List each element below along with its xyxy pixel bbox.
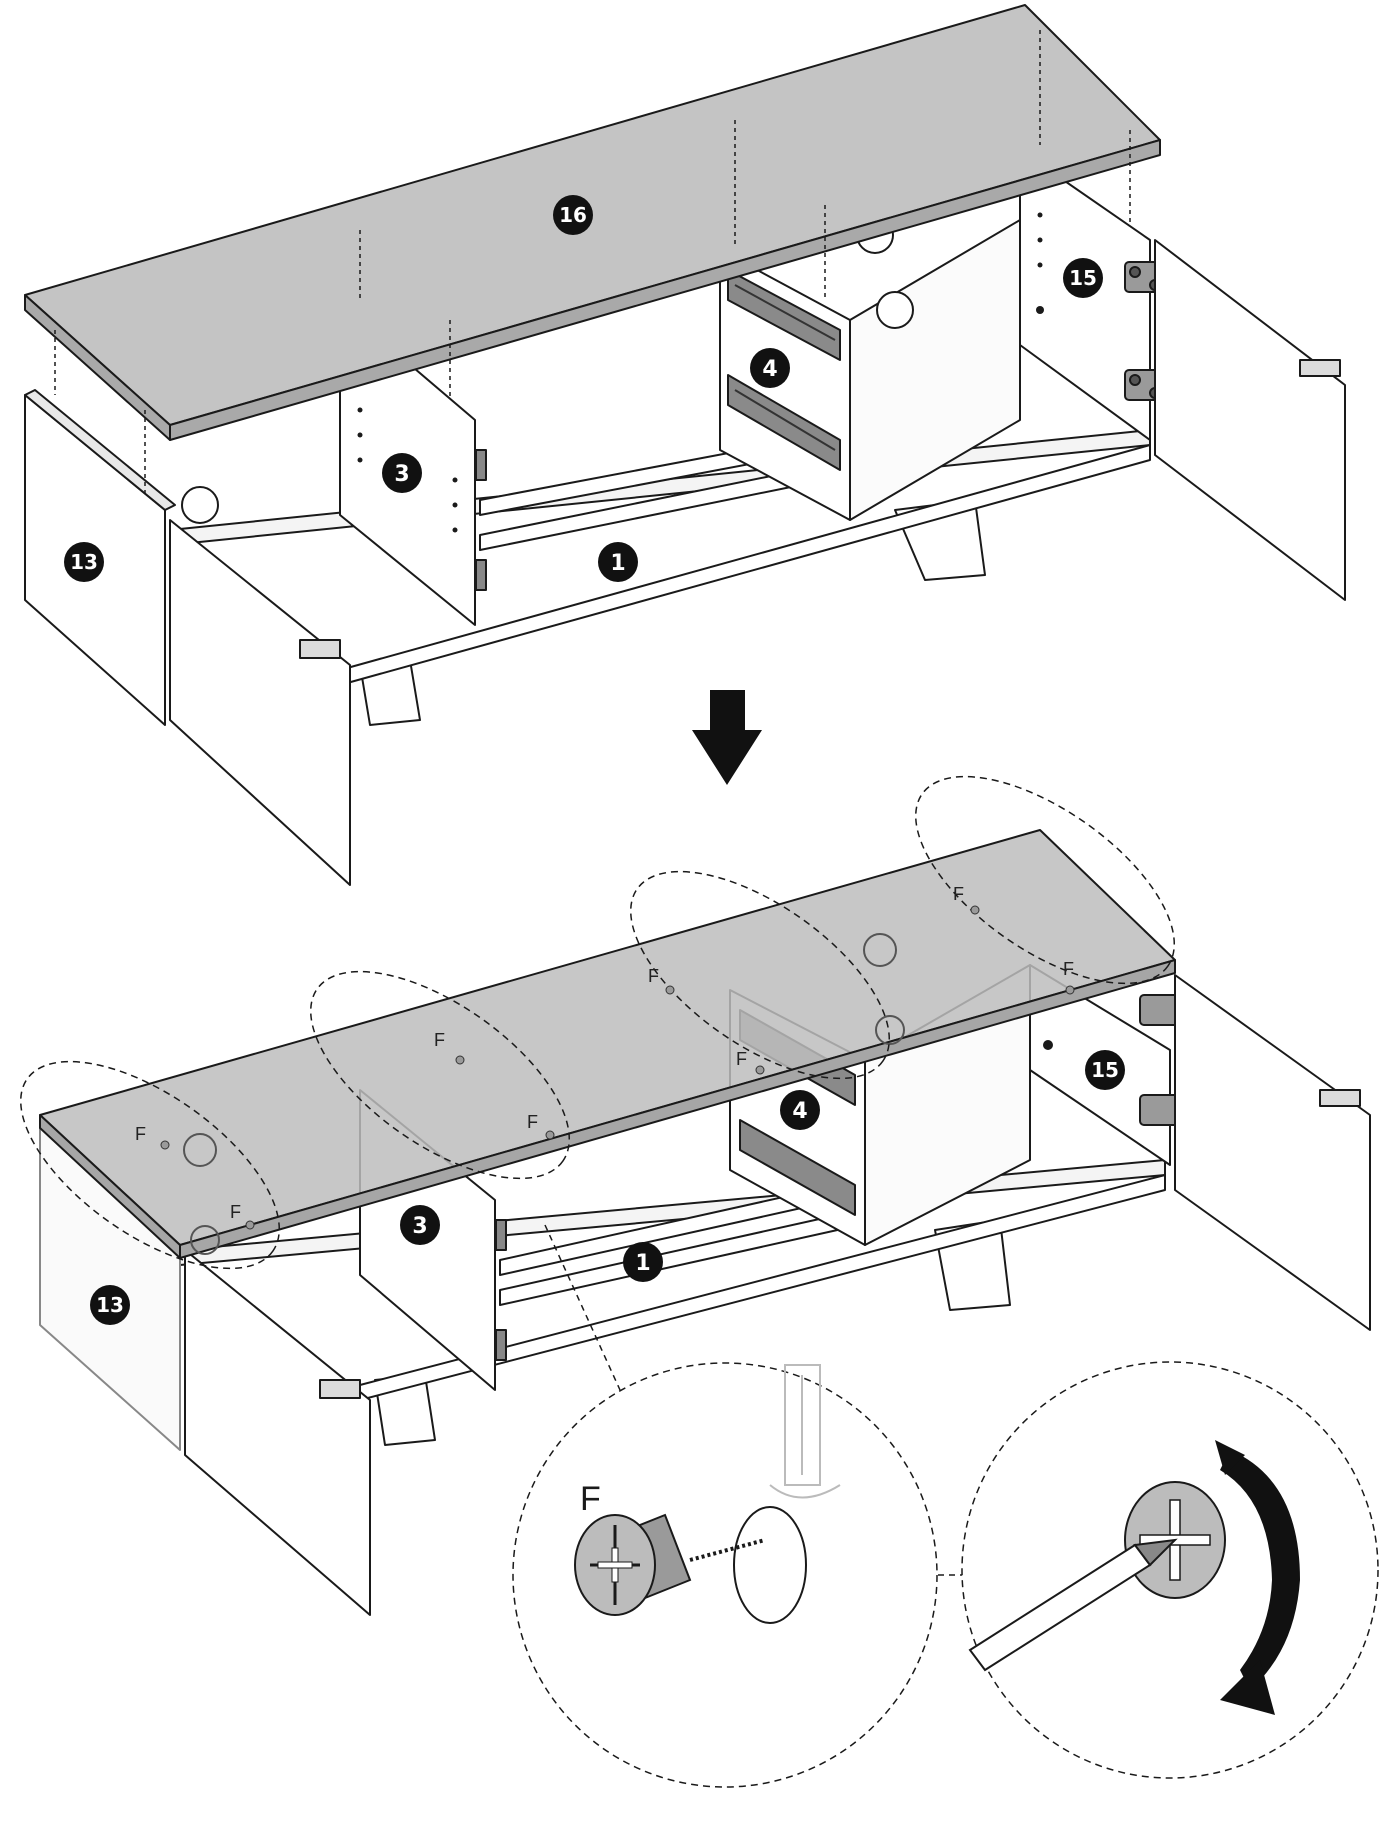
cam-label-f: F: [434, 1030, 445, 1050]
cam-label-f: F: [527, 1112, 538, 1132]
part-label-15-b: 15: [1085, 1050, 1125, 1090]
cam-labels: F F F F F F F F: [135, 884, 1074, 1222]
svg-text:3: 3: [394, 462, 409, 487]
svg-text:4: 4: [762, 357, 777, 382]
svg-text:15: 15: [1069, 266, 1097, 290]
svg-text:15: 15: [1091, 1058, 1119, 1082]
cam-label-f: F: [953, 884, 964, 904]
detail-circle-right: [961, 1361, 1379, 1779]
right-door-b: [1174, 974, 1371, 1331]
svg-text:3: 3: [412, 1214, 427, 1239]
part-label-13: 13: [64, 542, 104, 582]
detail-leader-line: [544, 1224, 621, 1391]
cam-lock-f: [574, 1513, 692, 1616]
part-label-13-b: 13: [90, 1285, 130, 1325]
cam-label-f: F: [135, 1124, 146, 1144]
part-label-1: 1: [598, 542, 638, 582]
detail-circle-left: F: [512, 1362, 938, 1788]
screwdriver-icon: [968, 1538, 1178, 1672]
cam-lock-highlights: [19, 775, 1176, 1270]
cam-label-f: F: [230, 1202, 241, 1222]
part-label-15: 15: [1063, 258, 1103, 298]
hinge-left-door: [299, 639, 341, 659]
right-door: [1154, 239, 1346, 601]
part-label-4: 4: [750, 348, 790, 388]
part-label-3: 3: [382, 453, 422, 493]
shelf-holes-right: [1036, 212, 1044, 314]
svg-text:1: 1: [610, 551, 625, 576]
down-arrow-icon: [692, 690, 762, 785]
svg-text:1: 1: [635, 1251, 650, 1276]
part-label-4-b: 4: [780, 1090, 820, 1130]
cam-label-f: F: [648, 966, 659, 986]
top-view-labels: 16 15 4 3 13 1: [64, 195, 1103, 582]
top-assembly: [24, 4, 1346, 886]
part-label-3-b: 3: [400, 1205, 440, 1245]
drawer-runner-lower: [727, 374, 841, 471]
svg-text:13: 13: [96, 1293, 124, 1317]
left-door: [169, 519, 351, 886]
svg-text:13: 13: [70, 550, 98, 574]
svg-text:4: 4: [792, 1099, 807, 1124]
cam-lock-markers: [160, 905, 1075, 1230]
bottom-view-labels: 15 4 3 13 1: [90, 1050, 1125, 1325]
dowel-guides-top: [54, 30, 1131, 495]
part-label-16: 16: [553, 195, 593, 235]
drawer-runner-upper: [727, 269, 841, 361]
cam-label-f: F: [1063, 959, 1074, 979]
cam-label-f: F: [736, 1049, 747, 1069]
hardware-label-f: F: [580, 1480, 601, 1518]
clockwise-arrow-icon: [1215, 1440, 1300, 1715]
part-label-1-b: 1: [623, 1242, 663, 1282]
left-door-b: [184, 1249, 371, 1616]
shelf-holes-divider: [357, 407, 458, 533]
svg-text:16: 16: [559, 203, 587, 227]
